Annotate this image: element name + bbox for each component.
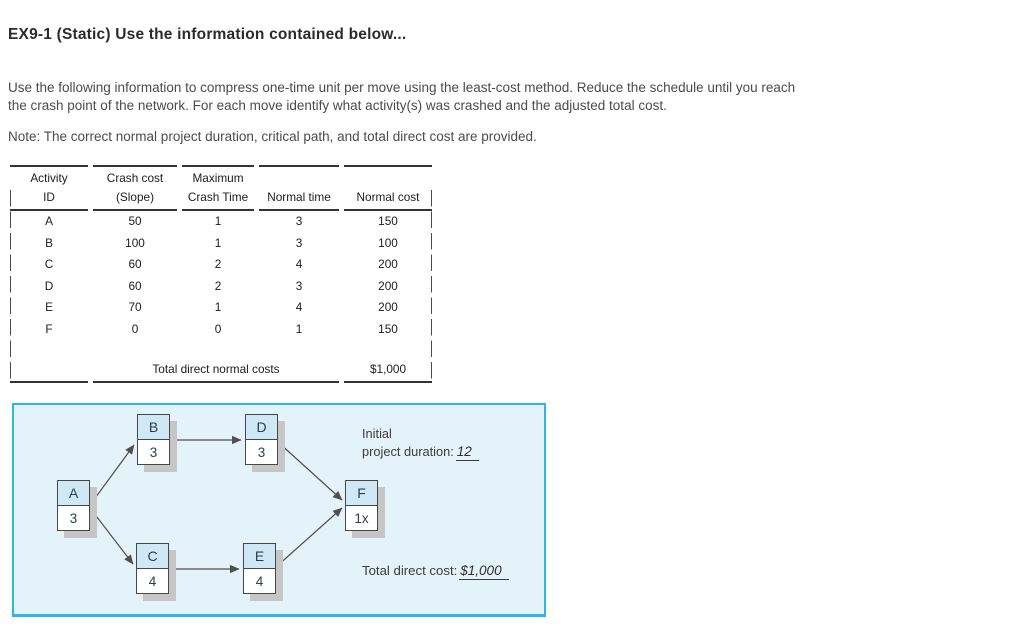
activity-node-c: C 4 [136,543,169,594]
cell-slope: 100 [125,235,145,250]
edge-e-f [275,507,343,568]
crash-cost-table: Activity Crash cost Maximum ID (Slope) C… [10,165,432,383]
activity-duration: 4 [137,569,168,593]
edge-a-c [89,507,134,565]
cell-normal-cost: 200 [378,257,398,271]
cell-slope: 70 [128,300,142,314]
cell-max-crash: 2 [214,278,222,293]
total-row-spacer [10,360,88,383]
cell-normal-cost: 200 [378,300,398,314]
cell-id: E [45,300,53,314]
activity-duration: 1x [346,506,377,530]
cell-max-crash: 0 [214,321,222,336]
edge-a-b [89,444,135,506]
cell-normal-time: 4 [295,300,303,314]
activity-node-f: F 1x [345,480,378,531]
activity-node-b: B 3 [137,414,170,465]
intro-paragraph: Use the following information to compres… [8,79,1008,115]
activity-duration: 3 [246,440,277,464]
cell-normal-cost: 200 [378,278,398,293]
activity-node-a: A 3 [57,480,90,531]
table-left-border [10,190,11,380]
col-header-spacer-1 [259,165,339,187]
initial-label-line1: Initial [362,426,392,441]
activity-duration: 3 [58,506,89,530]
note-text: Note: The correct normal project duratio… [8,129,537,144]
cell-max-crash: 1 [214,235,222,250]
activity-node-e: E 4 [243,543,276,594]
intro-line-1: Use the following information to compres… [8,80,796,95]
col-header-normal-time: Normal time [259,187,339,211]
total-cost-label: Total direct cost: [362,563,458,578]
col-header-spacer-2 [344,165,432,187]
activity-id: E [244,544,275,569]
cell-id: B [45,235,53,250]
cell-normal-time: 3 [295,235,303,250]
col-header-activity: Activity [10,165,88,187]
activity-node-d: D 3 [245,414,278,465]
network-diagram-panel: A 3 B 3 C 4 D 3 E 4 F 1x Initial project… [12,403,546,617]
activity-id: B [138,415,169,440]
col-header-crash-time: Crash Time [182,187,254,211]
total-cost-value: $1,000 [459,563,509,580]
activity-duration: 3 [138,440,169,464]
cell-id: A [45,214,53,228]
network-edges [89,435,343,574]
blank-row [10,340,432,360]
cell-max-crash: 1 [214,300,222,314]
cell-normal-time: 3 [295,214,303,228]
cell-id: C [44,257,54,271]
cell-normal-cost: 150 [378,214,398,228]
col-header-slope: (Slope) [93,187,177,211]
activity-duration: 4 [244,569,275,593]
intro-line-2: the crash point of the network. For each… [8,98,667,113]
col-header-crash-cost: Crash cost [93,165,177,187]
initial-duration-value: 12 [455,444,479,461]
col-header-normal-cost: Normal cost [344,187,432,211]
activity-id: C [137,544,168,569]
initial-label-line2: project duration: [362,444,454,459]
cell-id: D [44,278,54,293]
edge-d-f [277,441,343,501]
cell-slope: 0 [131,321,139,336]
total-row-value: $1,000 [344,360,432,383]
cell-normal-cost: 150 [378,321,398,336]
total-row-label: Total direct normal costs [93,360,339,383]
activity-id: F [346,481,377,506]
activity-id: D [246,415,277,440]
page-title: EX9-1 (Static) Use the information conta… [8,26,407,43]
cell-slope: 50 [128,214,142,228]
cell-normal-cost: 100 [378,235,398,250]
cell-normal-time: 3 [295,278,303,293]
cell-slope: 60 [128,278,142,293]
cell-normal-time: 1 [295,321,303,336]
cell-slope: 60 [128,257,142,271]
cell-max-crash: 1 [214,214,222,228]
cell-max-crash: 2 [214,257,222,271]
activity-id: A [58,481,89,506]
total-direct-cost-note: Total direct cost:$1,000 [362,562,509,580]
cell-id: F [45,321,53,336]
table-right-border [431,190,432,380]
initial-duration-note: Initial project duration:12 [362,425,479,461]
col-header-maximum: Maximum [182,165,254,187]
cell-normal-time: 4 [295,257,303,271]
col-header-id: ID [10,187,88,211]
